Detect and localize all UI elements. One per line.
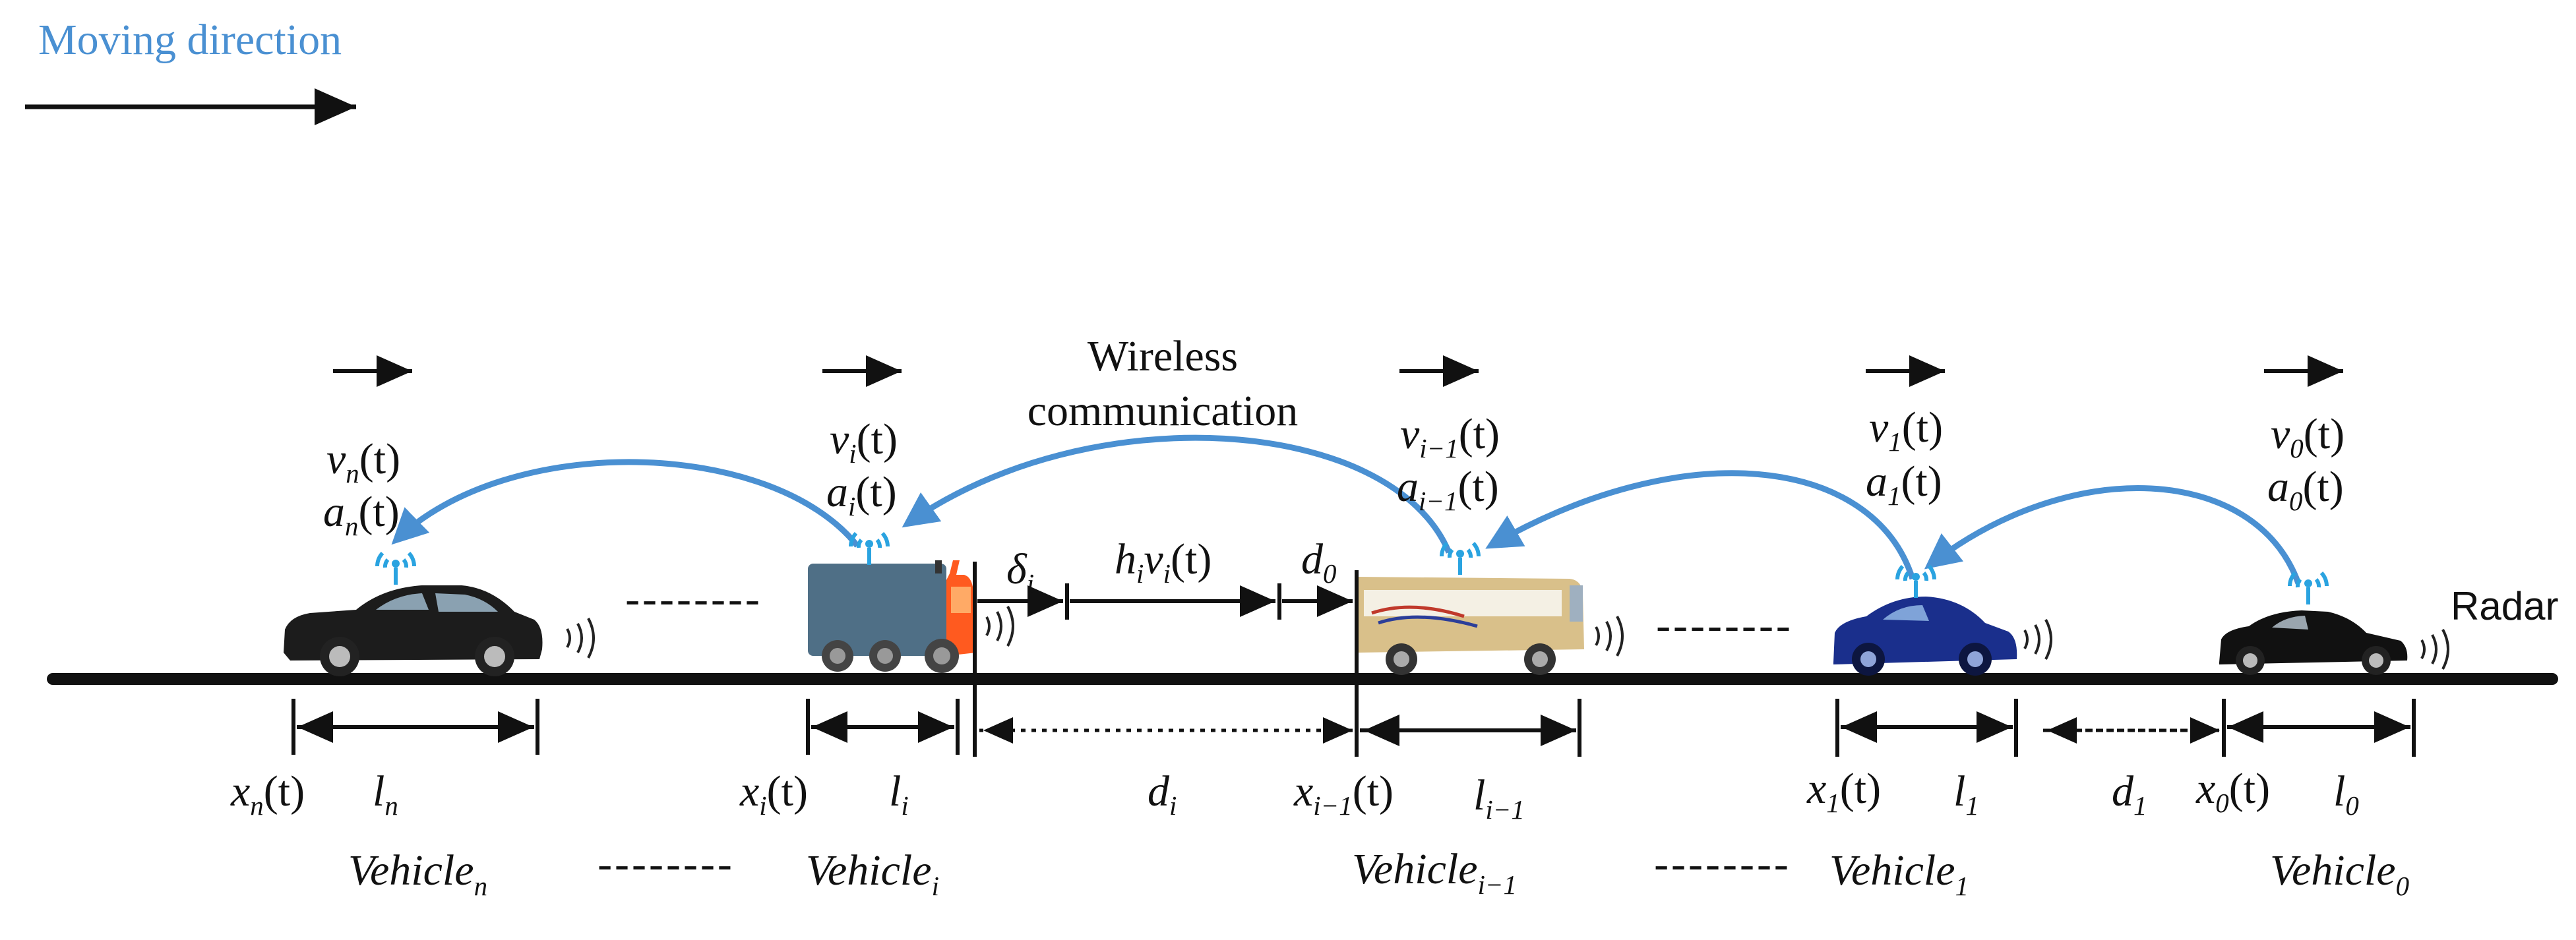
v-i-label: vi(t) — [830, 415, 898, 469]
bottom-labels: xn(t) ln xi(t) li di xi−1(t) li−1 x1(t) … — [230, 765, 2359, 825]
vehicle-0-name: Vehicle0 — [2270, 846, 2409, 901]
vehicle-i-name: Vehiclei — [806, 846, 939, 901]
ellipsis-top-2: -------- — [1656, 601, 1793, 649]
ellipsis-top-1: -------- — [625, 575, 762, 623]
l-i-label: li — [889, 767, 909, 821]
wireless-label-line2: communication — [1027, 387, 1299, 435]
spacing-measure — [973, 562, 1359, 757]
d0-label: d0 — [1301, 535, 1336, 589]
x-im1-label: xi−1(t) — [1293, 767, 1394, 821]
vehicle-1-name: Vehicle1 — [1829, 846, 1969, 901]
a-1-label: a1(t) — [1866, 457, 1942, 511]
ellipsis-bottom-1: -------- — [598, 840, 735, 888]
length-measures — [291, 699, 2416, 757]
d-1-label: d1 — [2112, 767, 2147, 821]
vehicle-n-car-icon — [284, 585, 543, 676]
moving-direction-label: Moving direction — [38, 16, 342, 64]
state-labels: vn(t) an(t) vi(t) ai(t) vi−1(t) ai−1(t) … — [323, 403, 2345, 541]
a-n-label: an(t) — [323, 488, 400, 541]
a-im1-label: ai−1(t) — [1397, 463, 1499, 516]
x-1-label: x1(t) — [1806, 765, 1881, 818]
a-0-label: a0(t) — [2267, 463, 2344, 516]
delta-i-label: δi — [1006, 545, 1034, 599]
vehicle-names: Vehiclen Vehiclei Vehiclei−1 Vehicle1 Ve… — [348, 845, 2409, 901]
x-0-label: x0(t) — [2195, 765, 2270, 818]
x-i-label: xi(t) — [739, 767, 808, 821]
l-0-label: l0 — [2333, 767, 2359, 821]
l-n-label: ln — [373, 767, 398, 821]
vehicle-i-antenna-icon — [851, 533, 888, 565]
x-n-label: xn(t) — [230, 767, 305, 821]
vehicle-1-antenna-icon — [1897, 566, 1934, 598]
v-im1-label: vi−1(t) — [1400, 410, 1500, 463]
ellipsis-bottom-2: -------- — [1654, 840, 1791, 888]
v-0-label: v0(t) — [2271, 410, 2345, 463]
vehicle-1-radar-waves-icon — [2023, 618, 2052, 661]
vehicle-im1-bus-icon — [1359, 577, 1584, 675]
v-n-label: vn(t) — [326, 435, 400, 488]
a-i-label: ai(t) — [826, 468, 897, 521]
vehicle-n-name: Vehiclen — [348, 846, 487, 901]
vehicle-n-antenna-icon — [377, 553, 414, 585]
vehicle-im1-radar-waves-icon — [1595, 615, 1624, 657]
l-im1-label: li−1 — [1473, 771, 1525, 825]
vehicle-im1-name: Vehiclei−1 — [1352, 845, 1517, 900]
d-i-label: di — [1148, 767, 1177, 821]
l-1-label: l1 — [1953, 767, 1979, 821]
vehicle-1-car-icon — [1833, 597, 2017, 676]
wireless-label-line1: Wireless — [1088, 332, 1238, 380]
wireless-arcs — [391, 434, 2302, 585]
vehicle-i-truck-icon — [808, 560, 976, 673]
vehicle-n-radar-waves-icon — [566, 617, 595, 659]
headway-label: hivi(t) — [1115, 535, 1211, 589]
vehicle-i-radar-waves-icon — [985, 605, 1014, 647]
vehicle-0-radar-waves-icon — [2420, 628, 2449, 670]
vehicle-0-car-icon — [2219, 610, 2408, 675]
radar-label: Radar — [2451, 584, 2558, 628]
v-1-label: v1(t) — [1869, 403, 1943, 457]
